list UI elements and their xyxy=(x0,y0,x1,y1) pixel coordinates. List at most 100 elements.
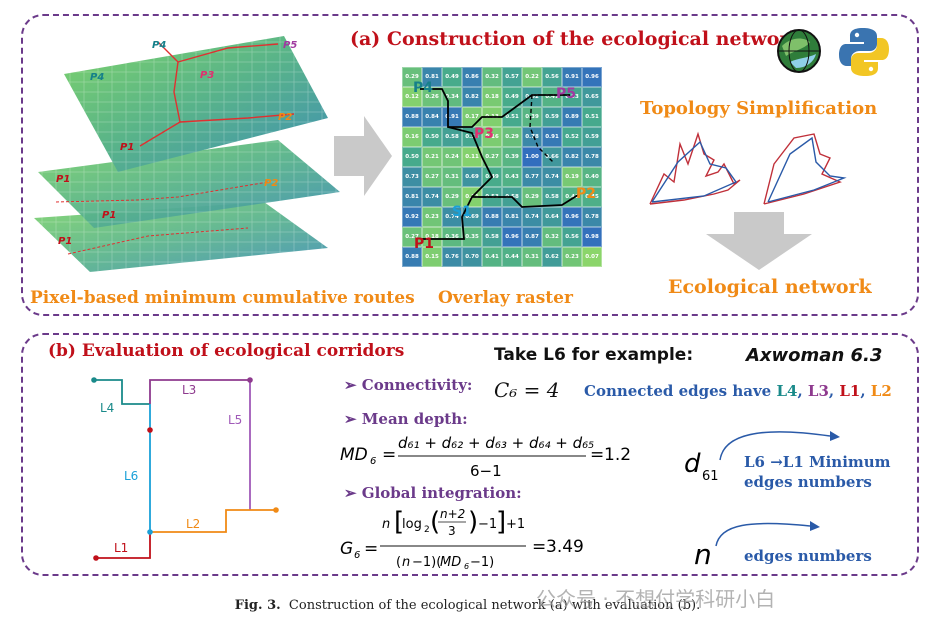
raster-cell: 0.52 xyxy=(562,127,582,147)
raster-cell: 0.27 xyxy=(482,147,502,167)
raster-cell: 0.27 xyxy=(422,167,442,187)
line-label-l1: L1 xyxy=(114,541,128,555)
svg-text:]: ] xyxy=(496,507,506,537)
layer-point-p4: P4 xyxy=(152,40,166,51)
raster-cell: 0.77 xyxy=(522,167,542,187)
raster-cell: 0.81 xyxy=(402,187,422,207)
ecological-network-label: Ecological network xyxy=(668,276,872,298)
raster-cell: 0.12 xyxy=(402,87,422,107)
svg-text:n: n xyxy=(694,538,712,571)
overlay-point-p4: P4 xyxy=(413,80,434,96)
svg-text:log: log xyxy=(402,517,422,532)
figure-caption: Fig. 3. Construction of the ecological n… xyxy=(0,598,935,613)
edge-l1: L1 xyxy=(839,382,861,400)
layer-point-p3: P3 xyxy=(200,70,214,81)
overlay-point-p3: P3 xyxy=(474,126,495,142)
svg-text:61: 61 xyxy=(702,469,719,484)
connectivity-formula: C₆ = 4 xyxy=(494,378,560,402)
global-integration-formula: G 6 = n [ log 2 ( n+2 3 ) −1 ] +1 ( n −1… xyxy=(340,507,584,571)
mean-depth-label: Mean depth: xyxy=(361,410,468,428)
raster-cell: 0.88 xyxy=(402,107,422,127)
svg-text:d: d xyxy=(684,449,701,479)
svg-text:=: = xyxy=(590,445,604,465)
raster-cell: 0.23 xyxy=(562,247,582,267)
raster-cell: 0.89 xyxy=(562,107,582,127)
svg-text:−1)(: −1)( xyxy=(412,555,441,570)
layer-point-p2-b: P2 xyxy=(264,178,278,189)
raster-cell: 0.74 xyxy=(522,207,542,227)
raster-cell: 0.24 xyxy=(442,147,462,167)
overlay-point-p1: P1 xyxy=(414,236,435,252)
raster-cell: 0.82 xyxy=(562,147,582,167)
raster-cell: 0.16 xyxy=(402,127,422,147)
flow-arrow-down xyxy=(706,212,812,270)
overlay-raster-label: Overlay raster xyxy=(438,288,573,308)
svg-text:6−1: 6−1 xyxy=(470,462,502,480)
raster-cell: 0.18 xyxy=(422,227,442,247)
panel-a-frame xyxy=(21,14,919,316)
connectivity-row: ➢ Connectivity: xyxy=(344,376,472,394)
raster-cell: 0.34 xyxy=(442,87,462,107)
raster-cell: 0.29 xyxy=(502,127,522,147)
layer-point-p1-c: P1 xyxy=(102,210,116,221)
raster-cell: 0.45 xyxy=(582,187,602,207)
raster-cell: 0.96 xyxy=(582,67,602,87)
raster-cell: 0.78 xyxy=(522,127,542,147)
md-result: 1.2 xyxy=(604,445,631,465)
panel-b-title: (b) Evaluation of ecological corridors xyxy=(48,341,405,361)
svg-text:n: n xyxy=(402,555,410,570)
layer-point-labels: P4 P5 P4 P3 P2 P1 P1 P2 P1 P1 xyxy=(56,40,297,247)
raster-cell: 0.98 xyxy=(582,227,602,247)
globe-icon xyxy=(777,29,821,73)
raster-cell: 0.84 xyxy=(422,107,442,127)
overlay-point-p5: P5 xyxy=(556,86,577,102)
stacked-raster-layers: P4 P5 P4 P3 P2 P1 P1 P2 P1 P1 xyxy=(34,36,340,272)
raster-cell: 0.22 xyxy=(522,67,542,87)
line-label-l3: L3 xyxy=(182,383,196,397)
line-label-l5: L5 xyxy=(228,413,242,427)
raster-layer-top xyxy=(64,36,328,172)
raster-cell: 0.44 xyxy=(502,247,522,267)
raster-cell: 0.43 xyxy=(502,167,522,187)
raster-cell: 0.31 xyxy=(442,167,462,187)
connected-edges-prefix: Connected edges have xyxy=(584,382,777,400)
raster-cell: 0.50 xyxy=(402,147,422,167)
raster-cell: 0.21 xyxy=(422,147,442,167)
bullet-arrow-icon: ➢ xyxy=(344,484,362,502)
python-logo-icon xyxy=(839,28,889,76)
corridor-diagram: L4 L3 L5 L6 L2 L1 xyxy=(91,377,279,561)
edge-l2: L2 xyxy=(870,382,892,400)
svg-text:MD: MD xyxy=(440,555,461,570)
raster-cell: 0.39 xyxy=(502,147,522,167)
global-integration-label: Global integration: xyxy=(361,484,522,502)
svg-text:[: [ xyxy=(394,507,404,537)
raster-cell: 0.49 xyxy=(442,67,462,87)
raster-cell: 0.62 xyxy=(542,247,562,267)
layer-point-p1: P1 xyxy=(120,142,134,153)
raster-cell: 0.58 xyxy=(482,227,502,247)
raster-cell: 0.41 xyxy=(542,87,562,107)
svg-text:2: 2 xyxy=(424,525,430,535)
raster-cell: 0.56 xyxy=(562,227,582,247)
raster-cell: 0.57 xyxy=(502,67,522,87)
g-result: 3.49 xyxy=(546,537,584,557)
line-label-l2: L2 xyxy=(186,517,200,531)
raster-cell: 0.26 xyxy=(422,87,442,107)
edge-l3: L3 xyxy=(807,382,829,400)
raster-cell: 0.92 xyxy=(402,207,422,227)
raster-cell: 0.51 xyxy=(582,107,602,127)
raster-cell: 0.78 xyxy=(582,207,602,227)
raster-cell: 0.18 xyxy=(482,87,502,107)
pixel-routes-label: Pixel-based minimum cumulative routes xyxy=(30,288,415,308)
bullet-arrow-icon: ➢ xyxy=(344,410,362,428)
line-label-l4: L4 xyxy=(100,401,114,415)
svg-text:=: = xyxy=(364,539,378,559)
d61-note: L6 →L1 Minimum edges numbers xyxy=(744,453,891,491)
raster-cell: 0.27 xyxy=(402,227,422,247)
edge-l4: L4 xyxy=(776,382,798,400)
svg-text:n+2: n+2 xyxy=(440,507,465,521)
raster-cell: 0.59 xyxy=(582,127,602,147)
panel-a-title: (a) Construction of the ecological netwo… xyxy=(350,28,803,50)
topology-simplification-label: Topology Simplification xyxy=(640,98,878,119)
raster-cell: 0.88 xyxy=(402,247,422,267)
